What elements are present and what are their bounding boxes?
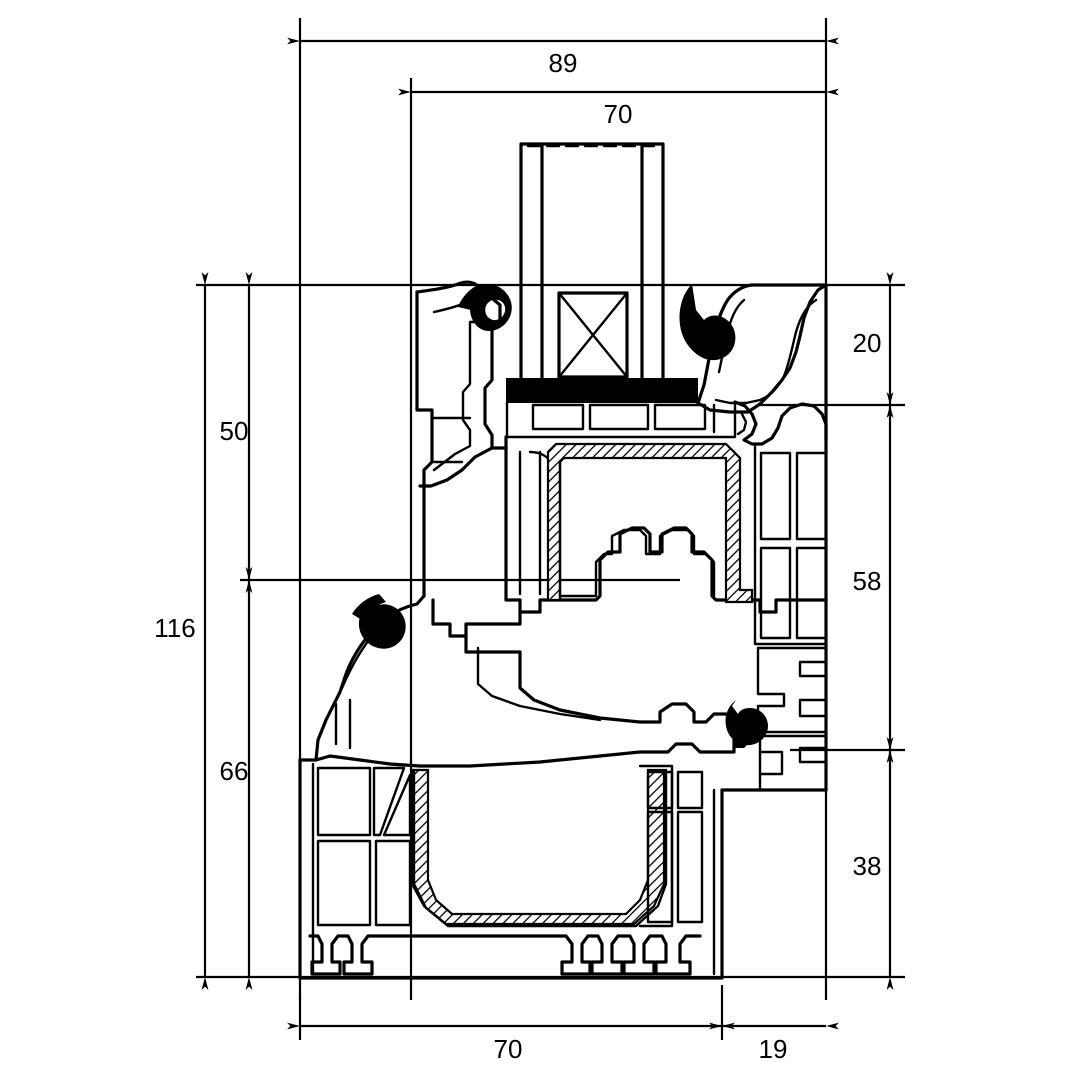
dim-label-70-top: 70 xyxy=(604,99,633,129)
dimension-66: 66 xyxy=(220,567,253,990)
sash-shoulder-lower xyxy=(314,594,522,762)
dimension-50: 50 xyxy=(220,272,253,593)
frame-chamber-mid-right xyxy=(756,646,828,734)
frame-chambers-lower-left xyxy=(316,766,412,927)
frame-chambers-upper-right xyxy=(753,442,828,646)
steel-reinforcement-frame xyxy=(410,768,668,928)
glazing-bead-block xyxy=(506,378,698,403)
dimension-58: 58 xyxy=(853,392,894,763)
dimension-89: 89 xyxy=(287,37,839,78)
sash-bead-chambers xyxy=(505,400,737,439)
dimension-70-bottom: 70 xyxy=(287,997,735,1064)
gasket-seals-top xyxy=(458,284,736,361)
sash-inner-left-trim xyxy=(334,698,352,750)
dim-label-70-bottom: 70 xyxy=(494,1034,523,1064)
dim-label-58: 58 xyxy=(853,566,882,596)
dim-label-38: 38 xyxy=(853,851,882,881)
dim-label-19: 19 xyxy=(759,1034,788,1064)
frame-chambers-lower-right-grid xyxy=(638,764,704,928)
frame-head-inner-hook xyxy=(733,400,828,446)
dimension-19: 19 xyxy=(709,1022,839,1064)
sill-rails xyxy=(308,934,702,976)
dim-label-89: 89 xyxy=(549,48,578,78)
frame-body-lower xyxy=(298,758,724,980)
sash-upper-chamber-left xyxy=(432,416,472,464)
sash-body-lower xyxy=(314,634,736,768)
dimension-38: 38 xyxy=(853,737,894,990)
glazing-unit xyxy=(519,142,665,396)
dimension-70-top: 70 xyxy=(398,88,839,129)
dim-label-20: 20 xyxy=(853,328,882,358)
dimension-20: 20 xyxy=(853,272,894,418)
steel-reinforcement-sash xyxy=(546,442,754,604)
frame-chamber-lower-right xyxy=(720,283,828,792)
sash-body-main xyxy=(490,435,828,614)
dim-label-116: 116 xyxy=(154,613,195,643)
dim-label-50: 50 xyxy=(220,416,249,446)
dim-label-66: 66 xyxy=(220,756,249,786)
gasket-lower-right xyxy=(734,710,752,748)
dimension-116: 116 xyxy=(154,272,209,990)
